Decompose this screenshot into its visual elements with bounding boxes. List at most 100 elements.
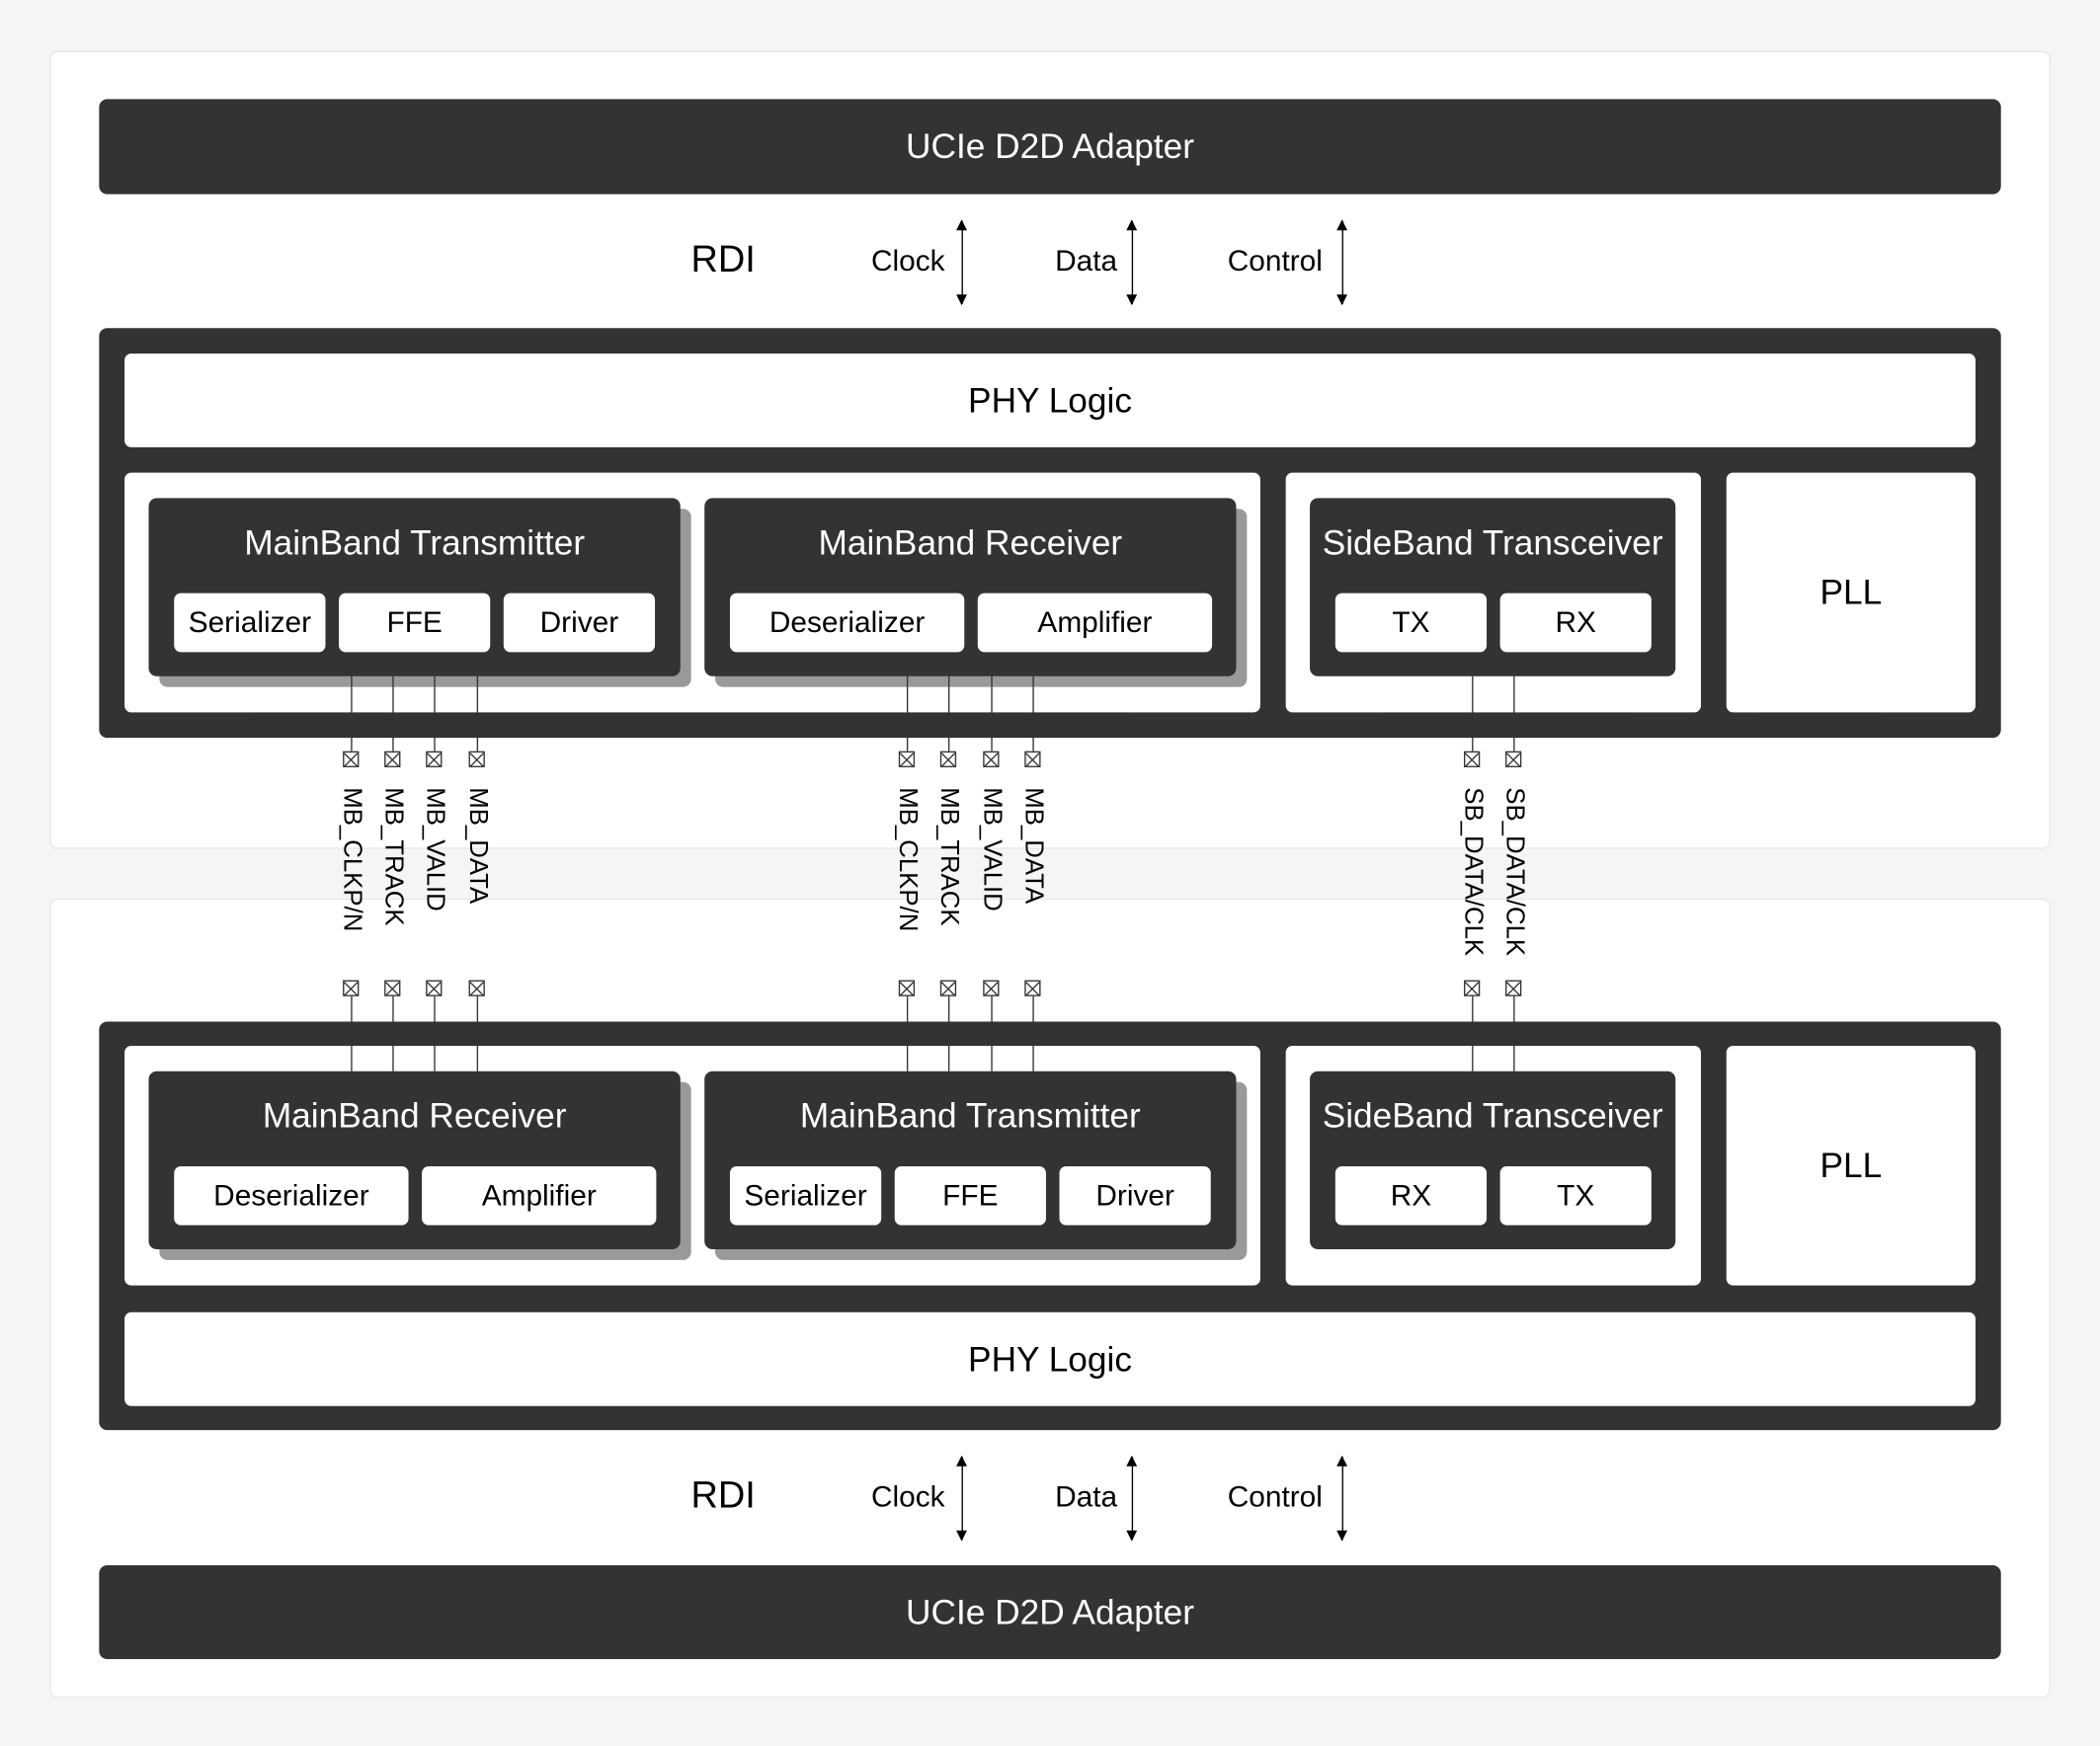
serializer: Serializer	[174, 593, 326, 653]
bottom-mainband-receiver: MainBand Receiver Deserializer Amplifier	[148, 1071, 681, 1250]
block-title: SideBand Transceiver	[1322, 1095, 1663, 1136]
signal-wire	[434, 995, 436, 1071]
signal-label: MB_DATA	[1018, 787, 1048, 905]
pin-icon	[426, 751, 443, 767]
pin-icon	[1505, 980, 1522, 996]
pin-icon	[1463, 751, 1481, 767]
signal-label: SB_DATA/CLK	[1458, 787, 1488, 957]
sb-tx: TX	[1334, 593, 1488, 653]
clock-label: Clock	[870, 243, 945, 278]
top-d2d-adapter: UCIe D2D Adapter	[99, 99, 2001, 195]
data-arrow-icon	[1126, 1455, 1138, 1542]
clock-label: Clock	[870, 1479, 945, 1514]
signal-wire	[476, 675, 479, 752]
signal-wire	[1513, 995, 1515, 1071]
rdi-label: RDI	[690, 238, 756, 280]
driver: Driver	[1059, 1165, 1211, 1226]
pin-icon	[1024, 751, 1041, 767]
signal-wire	[392, 675, 394, 752]
clock-arrow-icon	[956, 219, 967, 306]
block-title: MainBand Transmitter	[244, 521, 586, 563]
pin-icon	[1024, 980, 1041, 996]
pin-icon	[898, 751, 916, 767]
pin-icon	[1463, 980, 1481, 996]
pin-icon	[468, 751, 485, 767]
rdi-label: RDI	[690, 1473, 756, 1516]
pin-icon	[384, 980, 401, 996]
signal-label: SB_DATA/CLK	[1499, 787, 1529, 957]
top-mainband-receiver: MainBand Receiver Deserializer Amplifier	[704, 498, 1237, 676]
pin-icon	[426, 980, 443, 996]
top-mainband-transmitter: MainBand Transmitter Serializer FFE Driv…	[148, 498, 681, 676]
pin-icon	[983, 751, 1000, 767]
pin-icon	[343, 980, 360, 996]
signal-wire	[1032, 675, 1034, 752]
data-label: Data	[1055, 243, 1118, 278]
signal-label: MB_VALID	[977, 787, 1007, 912]
pin-icon	[343, 751, 360, 767]
serializer: Serializer	[729, 1165, 882, 1226]
pll-label: PLL	[1819, 571, 1883, 612]
phy-logic-label: PHY Logic	[968, 1338, 1132, 1379]
signal-wire	[947, 995, 950, 1071]
bottom-pll: PLL	[1726, 1045, 1976, 1286]
clock-arrow-icon	[956, 1455, 967, 1542]
signal-wire	[351, 675, 353, 752]
bottom-mainband-transmitter: MainBand Transmitter Serializer FFE Driv…	[704, 1071, 1237, 1250]
top-phy-logic: PHY Logic	[124, 353, 1976, 447]
signal-wire	[906, 995, 909, 1071]
phy-logic-label: PHY Logic	[968, 379, 1132, 421]
data-label: Data	[1055, 1479, 1118, 1514]
signal-wire	[1513, 675, 1515, 752]
signal-label: MB_DATA	[463, 787, 492, 905]
signal-wire	[1472, 675, 1474, 752]
control-arrow-icon	[1336, 1455, 1348, 1542]
sb-tx: TX	[1499, 1165, 1652, 1226]
adapter-label: UCIe D2D Adapter	[906, 125, 1194, 167]
block-title: MainBand Receiver	[262, 1095, 567, 1136]
signal-label: MB_CLKP/N	[337, 787, 366, 932]
top-sideband-transceiver: SideBand Transceiver TX RX	[1310, 498, 1676, 676]
sb-rx: RX	[1334, 1165, 1488, 1226]
signal-wire	[434, 675, 436, 752]
block-title: MainBand Receiver	[818, 521, 1123, 563]
signal-wire	[906, 675, 909, 752]
signal-wire	[476, 995, 479, 1071]
signal-wire	[392, 995, 394, 1071]
pin-icon	[939, 751, 957, 767]
control-label: Control	[1227, 1479, 1323, 1514]
pin-icon	[468, 980, 485, 996]
bottom-sideband-transceiver: SideBand Transceiver RX TX	[1310, 1071, 1676, 1250]
signal-label: MB_TRACK	[934, 787, 963, 926]
pin-icon	[384, 751, 401, 767]
adapter-label: UCIe D2D Adapter	[906, 1591, 1194, 1632]
pll-label: PLL	[1819, 1145, 1883, 1185]
ffe: FFE	[339, 593, 491, 653]
sb-rx: RX	[1499, 593, 1652, 653]
block-title: MainBand Transmitter	[799, 1095, 1141, 1136]
control-label: Control	[1227, 243, 1323, 278]
pin-icon	[939, 980, 957, 996]
pin-icon	[1505, 751, 1522, 767]
deserializer: Deserializer	[729, 593, 965, 653]
deserializer: Deserializer	[174, 1165, 409, 1226]
signal-wire	[1032, 995, 1034, 1071]
ffe: FFE	[894, 1165, 1046, 1226]
block-title: SideBand Transceiver	[1322, 521, 1663, 563]
driver: Driver	[503, 593, 656, 653]
signal-wire	[947, 675, 950, 752]
signal-label: MB_TRACK	[378, 787, 408, 926]
control-arrow-icon	[1336, 219, 1348, 306]
signal-label: MB_VALID	[420, 787, 449, 912]
bottom-phy-logic: PHY Logic	[124, 1311, 1976, 1406]
amplifier: Amplifier	[422, 1165, 657, 1226]
signal-label: MB_CLKP/N	[893, 787, 922, 932]
amplifier: Amplifier	[977, 593, 1213, 653]
data-arrow-icon	[1126, 219, 1138, 306]
pin-icon	[898, 980, 916, 996]
signal-wire	[991, 995, 993, 1071]
top-pll: PLL	[1726, 472, 1976, 713]
bottom-d2d-adapter: UCIe D2D Adapter	[99, 1565, 2001, 1659]
pin-icon	[983, 980, 1000, 996]
